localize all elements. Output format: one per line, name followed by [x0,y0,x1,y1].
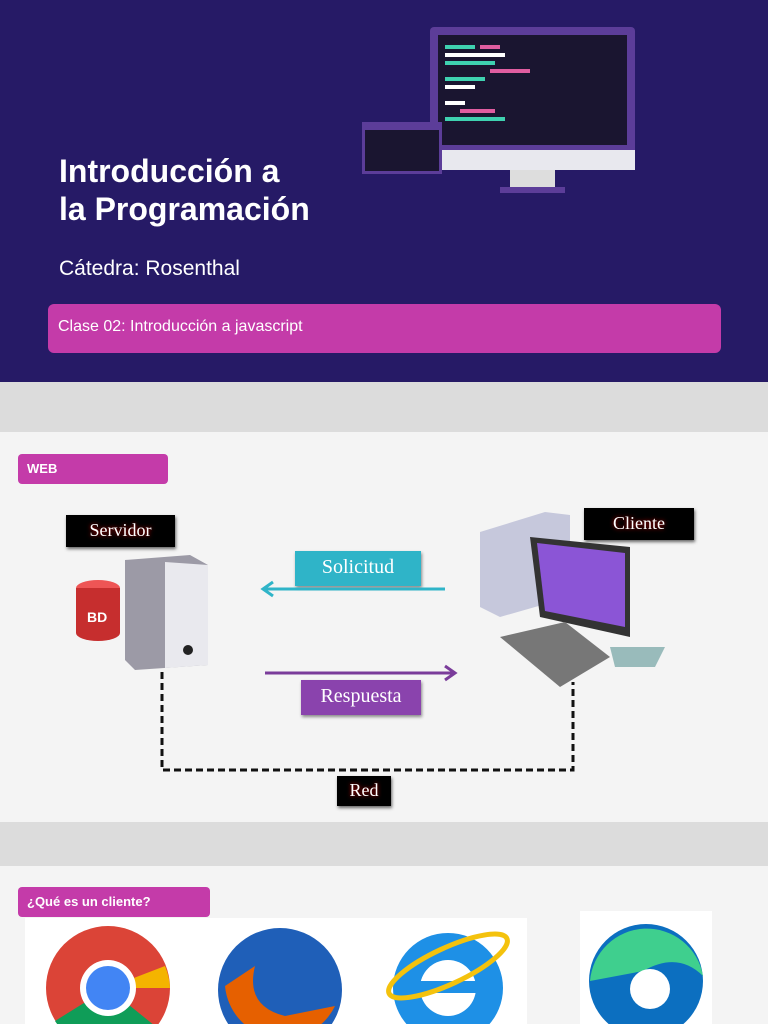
server-icon [76,555,208,670]
computer-code-illustration [362,27,635,193]
request-arrow [260,580,445,598]
subtitle: Cátedra: Rosenthal [59,257,240,280]
chrome-icon [46,926,170,1024]
response-arrow [265,664,458,682]
arrows [260,580,458,682]
class-label-bar: Clase 02: Introducción a javascript [48,304,721,353]
web-slide: WEB Servidor Cliente BD Solicitud Respue… [0,432,768,822]
network-line [160,672,575,772]
client-label: Cliente [584,508,694,540]
response-label: Respuesta [301,680,421,715]
request-label: Solicitud [295,551,421,586]
network-label: Red [337,776,391,806]
server-label: Servidor [66,515,175,547]
client-computer-icon [480,512,665,687]
edge-icon [589,924,703,1024]
web-tag: WEB [18,454,168,484]
db-label: BD [87,609,108,625]
client-slide: ¿Qué es un cliente? [0,866,768,1024]
client-tag: ¿Qué es un cliente? [18,887,210,917]
firefox-icon [218,928,342,1024]
internet-explorer-icon [386,931,510,1024]
